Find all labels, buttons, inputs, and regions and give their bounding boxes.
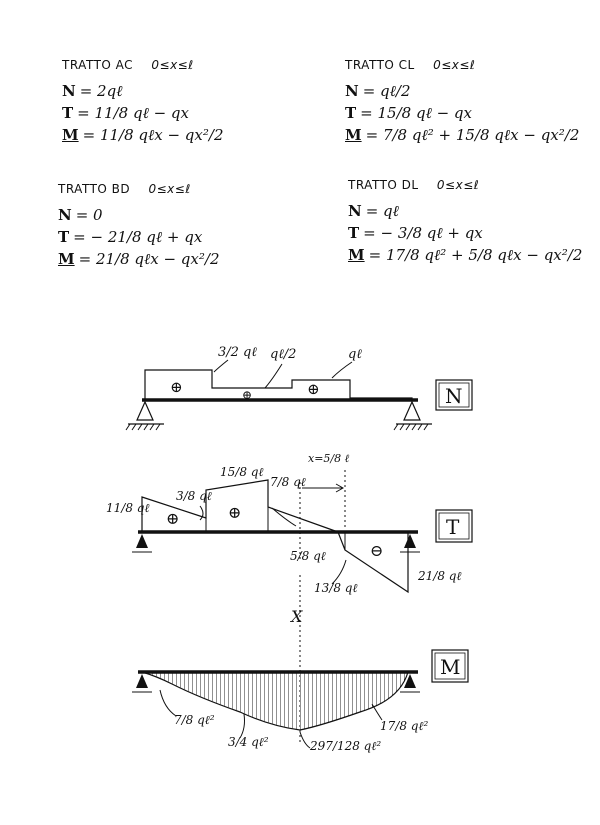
m-support-right — [400, 674, 420, 693]
section-bd-title: TRATTO BD — [58, 182, 131, 196]
eq-dl-n: N= qℓ — [348, 202, 399, 220]
section-cl-range: 0≤x≤ℓ — [433, 58, 476, 72]
t-support-left — [132, 534, 152, 553]
n-box-label: N — [445, 384, 463, 408]
eq-bd-n: N= 0 — [58, 206, 103, 224]
section-ac-header: TRATTO AC 0≤x≤ℓ — [62, 58, 223, 72]
t-sign-2: ⊕ — [228, 503, 241, 522]
section-ac-range: 0≤x≤ℓ — [151, 58, 194, 72]
t-box-label: T — [446, 515, 460, 539]
m-label-7-8: 7/8 qℓ² — [174, 713, 215, 727]
n-diagram-area — [144, 369, 413, 401]
t-box — [435, 509, 473, 543]
n-box — [435, 379, 473, 411]
eq-cl-t: T= 15/8 qℓ − qx — [345, 104, 472, 122]
section-dl-range: 0≤x≤ℓ — [436, 178, 480, 192]
m-diagram: 7/8 qℓ² 3/4 qℓ² 297/128 qℓ² 17/8 qℓ² M — [132, 649, 469, 753]
t-label-3-8: 3/8 qℓ — [176, 489, 212, 503]
n-support-right — [393, 400, 432, 431]
eq-ac-m: M= 11/8 qℓx − qx²/2 — [62, 126, 224, 144]
section-bd: TRATTO BD 0≤x≤ℓ N= 0 T= − 21/8 qℓ + qx M… — [58, 182, 219, 270]
m-diagram-area — [141, 671, 409, 731]
eq-dl-m: M= 17/8 qℓ² + 5/8 qℓx − qx²/2 — [348, 246, 583, 264]
t-label-11-8: 11/8 qℓ — [106, 501, 149, 515]
t-sign-1: ⊕ — [166, 509, 179, 528]
t-label-7-8: 7/8 qℓ — [270, 475, 306, 489]
n-sign-1: ⊕ — [170, 378, 183, 396]
n-support-left — [125, 400, 164, 431]
m-label-17-8: 17/8 qℓ² — [380, 719, 428, 733]
eq-bd-m: M= 21/8 qℓx − qx²/2 — [58, 250, 220, 268]
section-ac: TRATTO AC 0≤x≤ℓ N= 2qℓ T= 11/8 qℓ − qx M… — [62, 58, 223, 146]
eq-cl-m: M= 7/8 qℓ² + 15/8 qℓx − qx²/2 — [345, 126, 580, 144]
eq-ac-t: T= 11/8 qℓ − qx — [62, 104, 189, 122]
section-dl-header: TRATTO DL 0≤x≤ℓ — [348, 178, 582, 192]
section-cl: TRATTO CL 0≤x≤ℓ N= qℓ/2 T= 15/8 qℓ − qx … — [345, 58, 579, 146]
t-diagram-negative — [337, 531, 409, 594]
t-sign-3: ⊖ — [370, 541, 383, 560]
section-dl-title: TRATTO DL — [348, 178, 419, 192]
t-label-x: x=5/8 ℓ — [308, 452, 350, 465]
t-label-13-8: 13/8 qℓ — [314, 581, 357, 595]
t-label-15-8: 15/8 qℓ — [220, 465, 263, 479]
eq-dl-t: T= − 3/8 qℓ + qx — [348, 224, 483, 242]
eq-cl-n: N= qℓ/2 — [345, 82, 411, 100]
section-mark: X — [289, 607, 303, 626]
n-label-ql: qℓ — [348, 347, 362, 362]
n-sign-2: ⊕ — [242, 388, 252, 402]
eq-ac-n: N= 2qℓ — [62, 82, 123, 100]
n-sign-3: ⊕ — [307, 380, 320, 398]
t-diagram: ⊕ ⊕ ⊖ 11/8 qℓ 3/8 qℓ 15/8 qℓ 7/8 qℓ x=5/… — [106, 452, 473, 595]
t-label-21-8: 21/8 qℓ — [417, 569, 461, 583]
m-box-label: M — [440, 655, 460, 679]
n-label-3-2ql: 3/2 qℓ — [218, 345, 257, 360]
t-label-5-8: 5/8 qℓ — [290, 549, 326, 563]
m-box — [431, 649, 469, 683]
m-support-left — [132, 674, 152, 693]
section-dl: TRATTO DL 0≤x≤ℓ N= qℓ T= − 3/8 qℓ + qx M… — [348, 178, 582, 266]
section-bd-header: TRATTO BD 0≤x≤ℓ — [58, 182, 219, 196]
n-label-ql-2: qℓ/2 — [270, 347, 296, 362]
m-label-297-128: 297/128 qℓ² — [309, 739, 381, 753]
section-cl-header: TRATTO CL 0≤x≤ℓ — [345, 58, 579, 72]
section-cl-title: TRATTO CL — [345, 58, 415, 72]
eq-bd-t: T= − 21/8 qℓ + qx — [58, 228, 203, 246]
section-bd-range: 0≤x≤ℓ — [148, 182, 191, 196]
m-label-3-4: 3/4 qℓ² — [228, 735, 269, 749]
section-ac-title: TRATTO AC — [62, 58, 134, 72]
n-diagram: ⊕ ⊕ ⊕ 3/2 qℓ qℓ/2 qℓ N — [125, 345, 473, 431]
t-support-right — [400, 534, 420, 553]
